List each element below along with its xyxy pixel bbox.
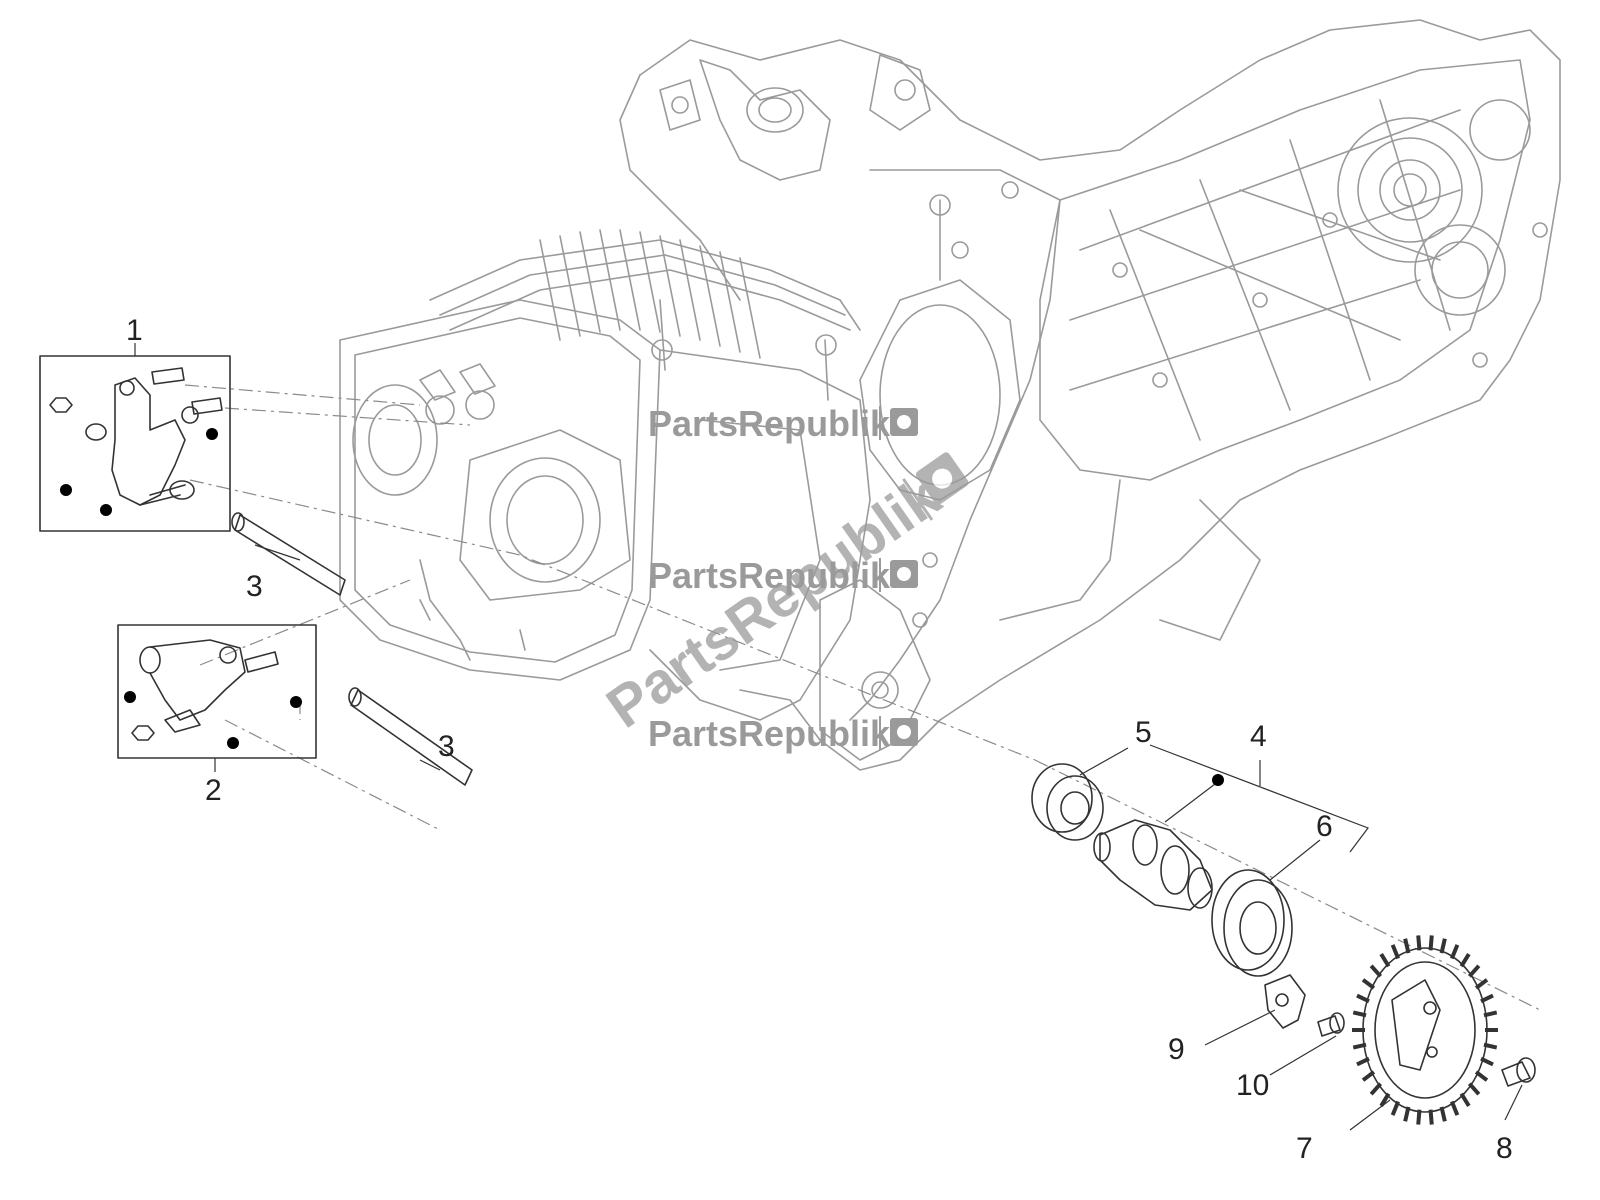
group-box-2 [117,624,317,759]
sprocket-tooth [1459,1092,1471,1107]
screw-10 [1269,1012,1345,1076]
callout-3-upper: 3 [246,570,263,603]
sprocket-tooth [1403,1106,1411,1122]
assembly-lines [184,384,1541,1011]
marker-dot [290,696,302,708]
callout-2: 2 [205,774,222,807]
watermark-3: PartsRepublik [648,713,918,754]
sprocket-tooth [1352,1010,1367,1018]
sprocket-tooth [1467,964,1481,978]
camshaft-assembly [1031,744,1369,977]
marker-dot [227,737,239,749]
watermark-text: PartsRepublik [648,555,891,596]
sprocket-tooth [1356,993,1370,1004]
marker-dot [100,504,112,516]
callout-3-lower: 3 [438,730,455,763]
rocker-arm-group-2 [117,624,317,772]
marker-dot [206,428,218,440]
sprocket-tooth [1439,1106,1447,1122]
callout-7: 7 [1296,1132,1313,1165]
sprocket-tooth [1428,1109,1434,1125]
sprocket-tooth [1379,953,1391,968]
sprocket-tooth [1483,1010,1498,1018]
callout-1: 1 [126,314,143,347]
engine-crankcase [339,19,1561,771]
sprocket-tooth [1369,1082,1383,1096]
callout-9: 9 [1168,1033,1185,1066]
sprocket-tooth [1439,938,1447,954]
marker-dot [124,691,136,703]
group-box-1 [39,355,231,532]
sprocket-tooth [1361,978,1376,990]
sprocket-tooth [1474,978,1489,990]
watermark-1: PartsRepublik [648,403,918,444]
sprocket-tooth [1459,953,1471,968]
watermark-text: PartsRepublik [648,403,891,444]
watermarks: PartsRepublik PartsRepublik PartsRepubli… [595,403,969,754]
cam-plate [1204,974,1306,1046]
sprocket-tooth [1352,1042,1367,1050]
watermark-text: PartsRepublik [648,713,891,754]
sprocket-tooth [1474,1070,1489,1082]
sprocket-tooth [1449,1100,1460,1116]
sprocket-tooth [1428,935,1434,951]
sprocket-tooth [1467,1082,1481,1096]
sprocket-tooth [1361,1070,1376,1082]
callout-6: 6 [1316,810,1333,843]
cam-sprocket [1349,935,1498,1131]
callout-5: 5 [1135,716,1152,749]
callout-labels: 1 2 3 3 4 5 6 7 8 9 10 [126,314,1513,1165]
sprocket-tooth [1483,1042,1498,1050]
sprocket-tooth [1416,1109,1422,1125]
callout-4: 4 [1250,720,1267,753]
marker-dot [60,484,72,496]
sprocket-tooth [1403,938,1411,954]
rocker-shaft-upper [231,512,346,596]
sprocket-tooth [1416,935,1422,951]
rocker-shaft-lower [348,687,473,786]
watermark-2: PartsRepublik [648,555,918,596]
callout-8: 8 [1496,1132,1513,1165]
marker-dot [1212,774,1224,786]
rocker-arm-group-1 [39,343,231,532]
sprocket-tooth [1356,1056,1370,1067]
sprocket-tooth [1379,1092,1391,1107]
sprocket-tooth [1449,944,1460,960]
sprocket-tooth [1480,993,1494,1004]
bolt-8 [1501,1057,1536,1121]
sprocket-tooth [1480,1056,1494,1067]
sprocket-tooth [1390,1100,1401,1116]
sprocket-tooth [1390,944,1401,960]
callout-10: 10 [1236,1069,1269,1102]
sprocket-tooth [1369,964,1383,978]
